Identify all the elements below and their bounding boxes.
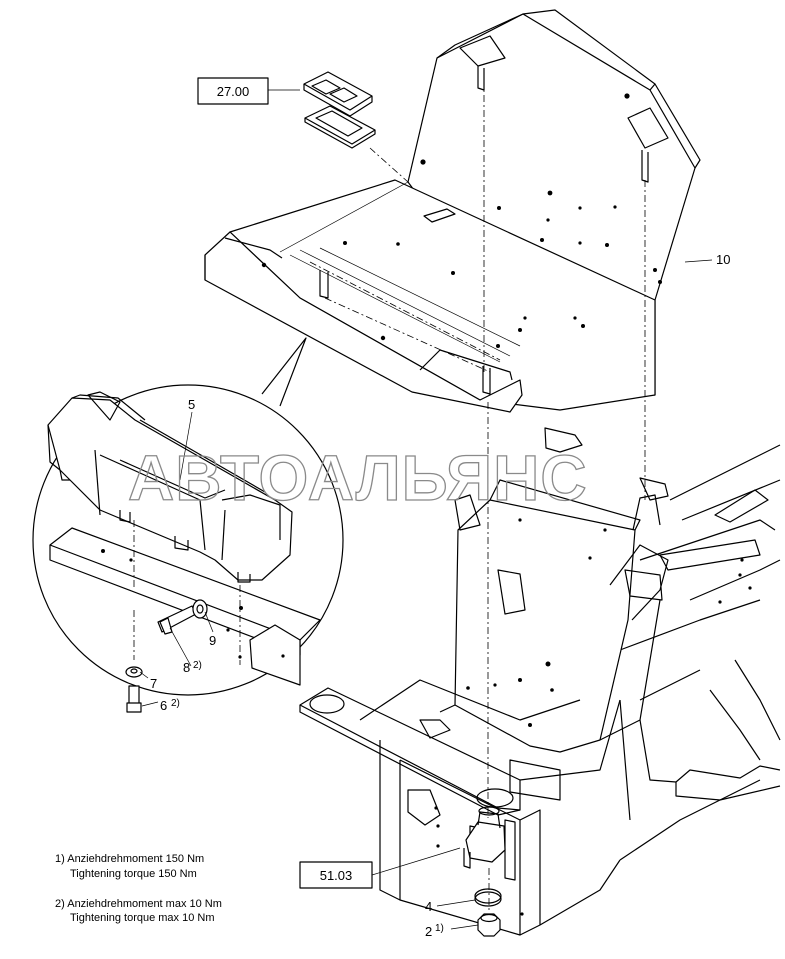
- part-5-label: 5: [188, 397, 195, 412]
- note-2-de: 2) Anziehdrehmoment max 10 Nm: [55, 898, 222, 910]
- ref-box-27-00: [197, 77, 269, 105]
- part-9-label: 9: [209, 633, 216, 648]
- part-2-label: 2: [425, 924, 432, 939]
- note-1-de: 1) Anziehdrehmoment 150 Nm: [55, 853, 204, 865]
- part-8-footnote: 2): [193, 660, 202, 671]
- ref-27-00: 27.00: [217, 84, 250, 99]
- base-frame: [299, 427, 781, 937]
- part-10-label: 10: [716, 252, 730, 267]
- note-2-en: Tightening torque max 10 Nm: [70, 912, 215, 924]
- ref-box-51-03: [299, 861, 373, 889]
- assembly-lines: [309, 80, 646, 912]
- watermark: АВТОАЛЬЯНС: [128, 442, 588, 514]
- leaders: [139, 89, 713, 930]
- ref-51-03: 51.03: [320, 868, 353, 883]
- lock-parts: [303, 71, 376, 149]
- part-7-label: 7: [150, 676, 157, 691]
- note-1-en: Tightening torque 150 Nm: [70, 868, 197, 880]
- part-4-label: 4: [425, 899, 432, 914]
- part-8-label: 8: [183, 660, 190, 675]
- detail-view: [32, 337, 344, 713]
- part-6-label: 6: [160, 698, 167, 713]
- seat-shell: [204, 9, 701, 413]
- part-2-footnote: 1): [435, 923, 444, 934]
- part-6-footnote: 2): [171, 698, 180, 709]
